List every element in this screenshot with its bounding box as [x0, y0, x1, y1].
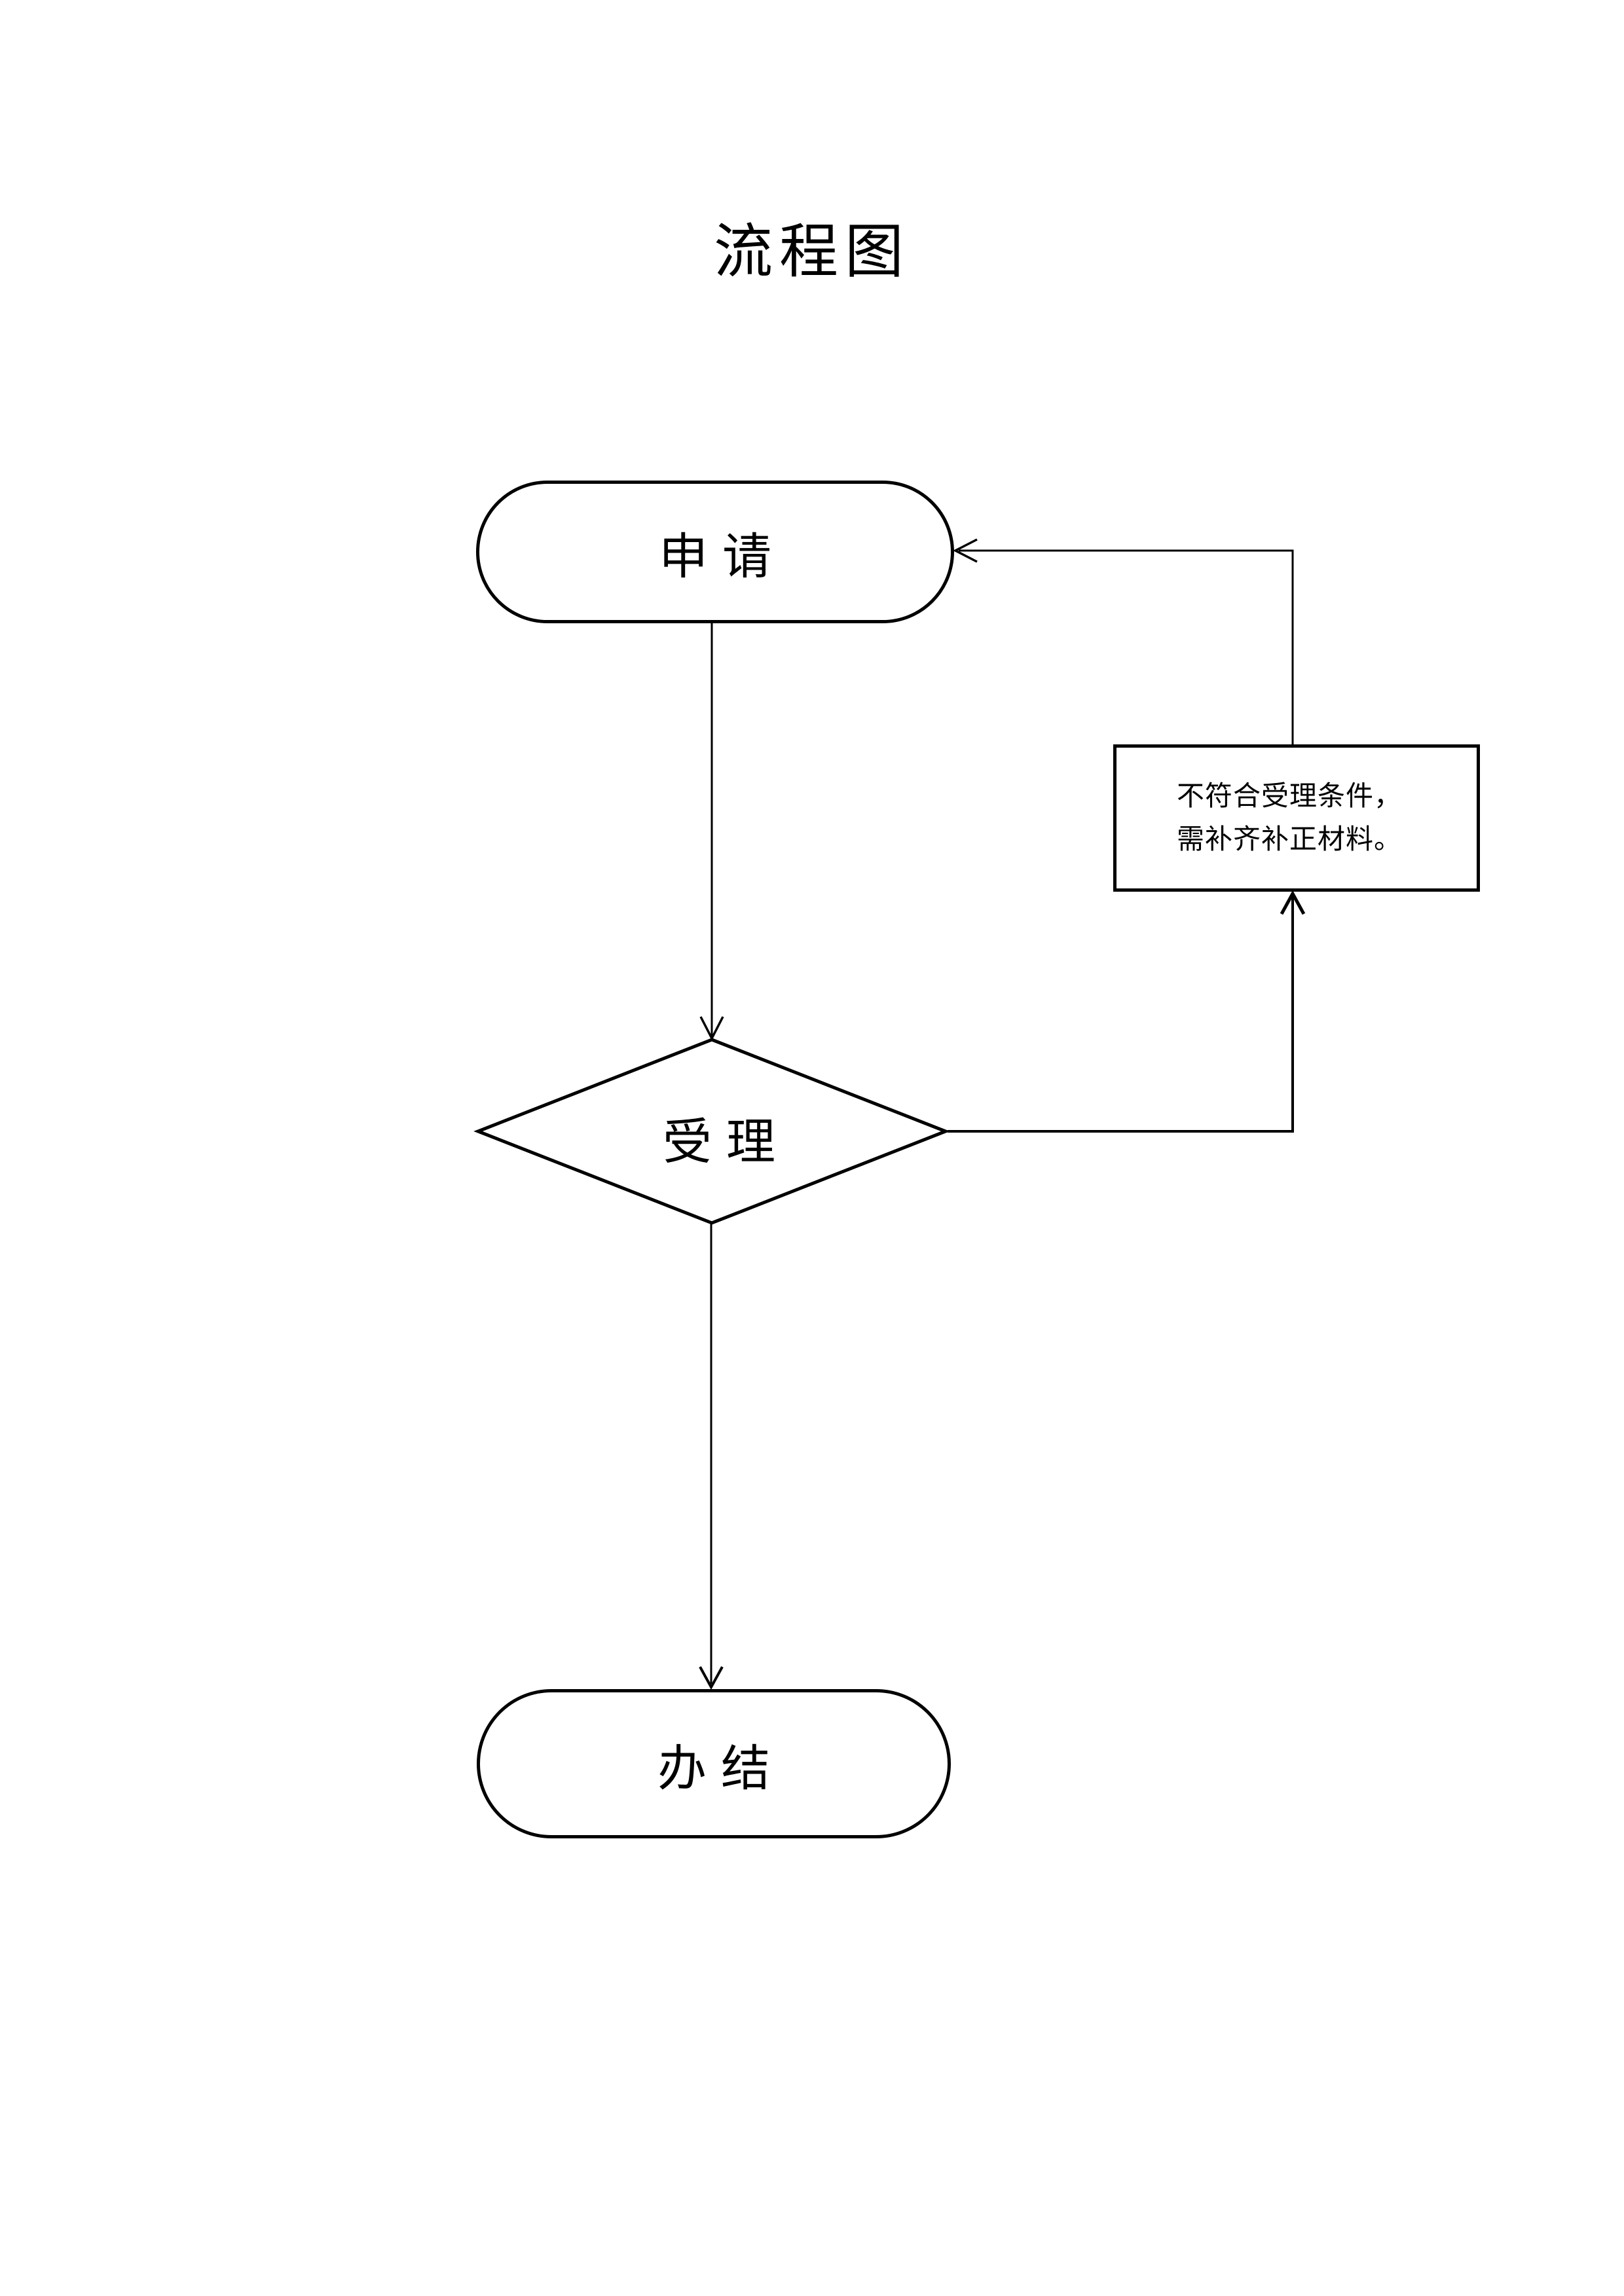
- arrowhead-left-icon: [953, 538, 978, 563]
- node-apply: 申请: [476, 481, 954, 623]
- arrowhead-down-icon: [699, 1666, 724, 1690]
- node-apply-label: 申请: [658, 530, 786, 585]
- node-complete-label: 办结: [657, 1741, 784, 1796]
- node-supplement-line-1: 不符合受理条件，: [1177, 781, 1403, 812]
- edge-supplement-to-apply: [959, 549, 1294, 744]
- node-accept-shape: [473, 1038, 950, 1225]
- node-accept-label: 受理: [662, 1116, 790, 1170]
- arrowhead-up-icon: [1280, 890, 1306, 915]
- node-supplement: 不符合受理条件， 需补齐补正材料。: [1113, 744, 1480, 892]
- edge-accept-to-supplement: [948, 896, 1294, 1133]
- node-complete: 办结: [477, 1689, 951, 1838]
- page-title: 流程图: [714, 220, 910, 285]
- node-supplement-line-2: 需补齐补正材料。: [1177, 824, 1403, 855]
